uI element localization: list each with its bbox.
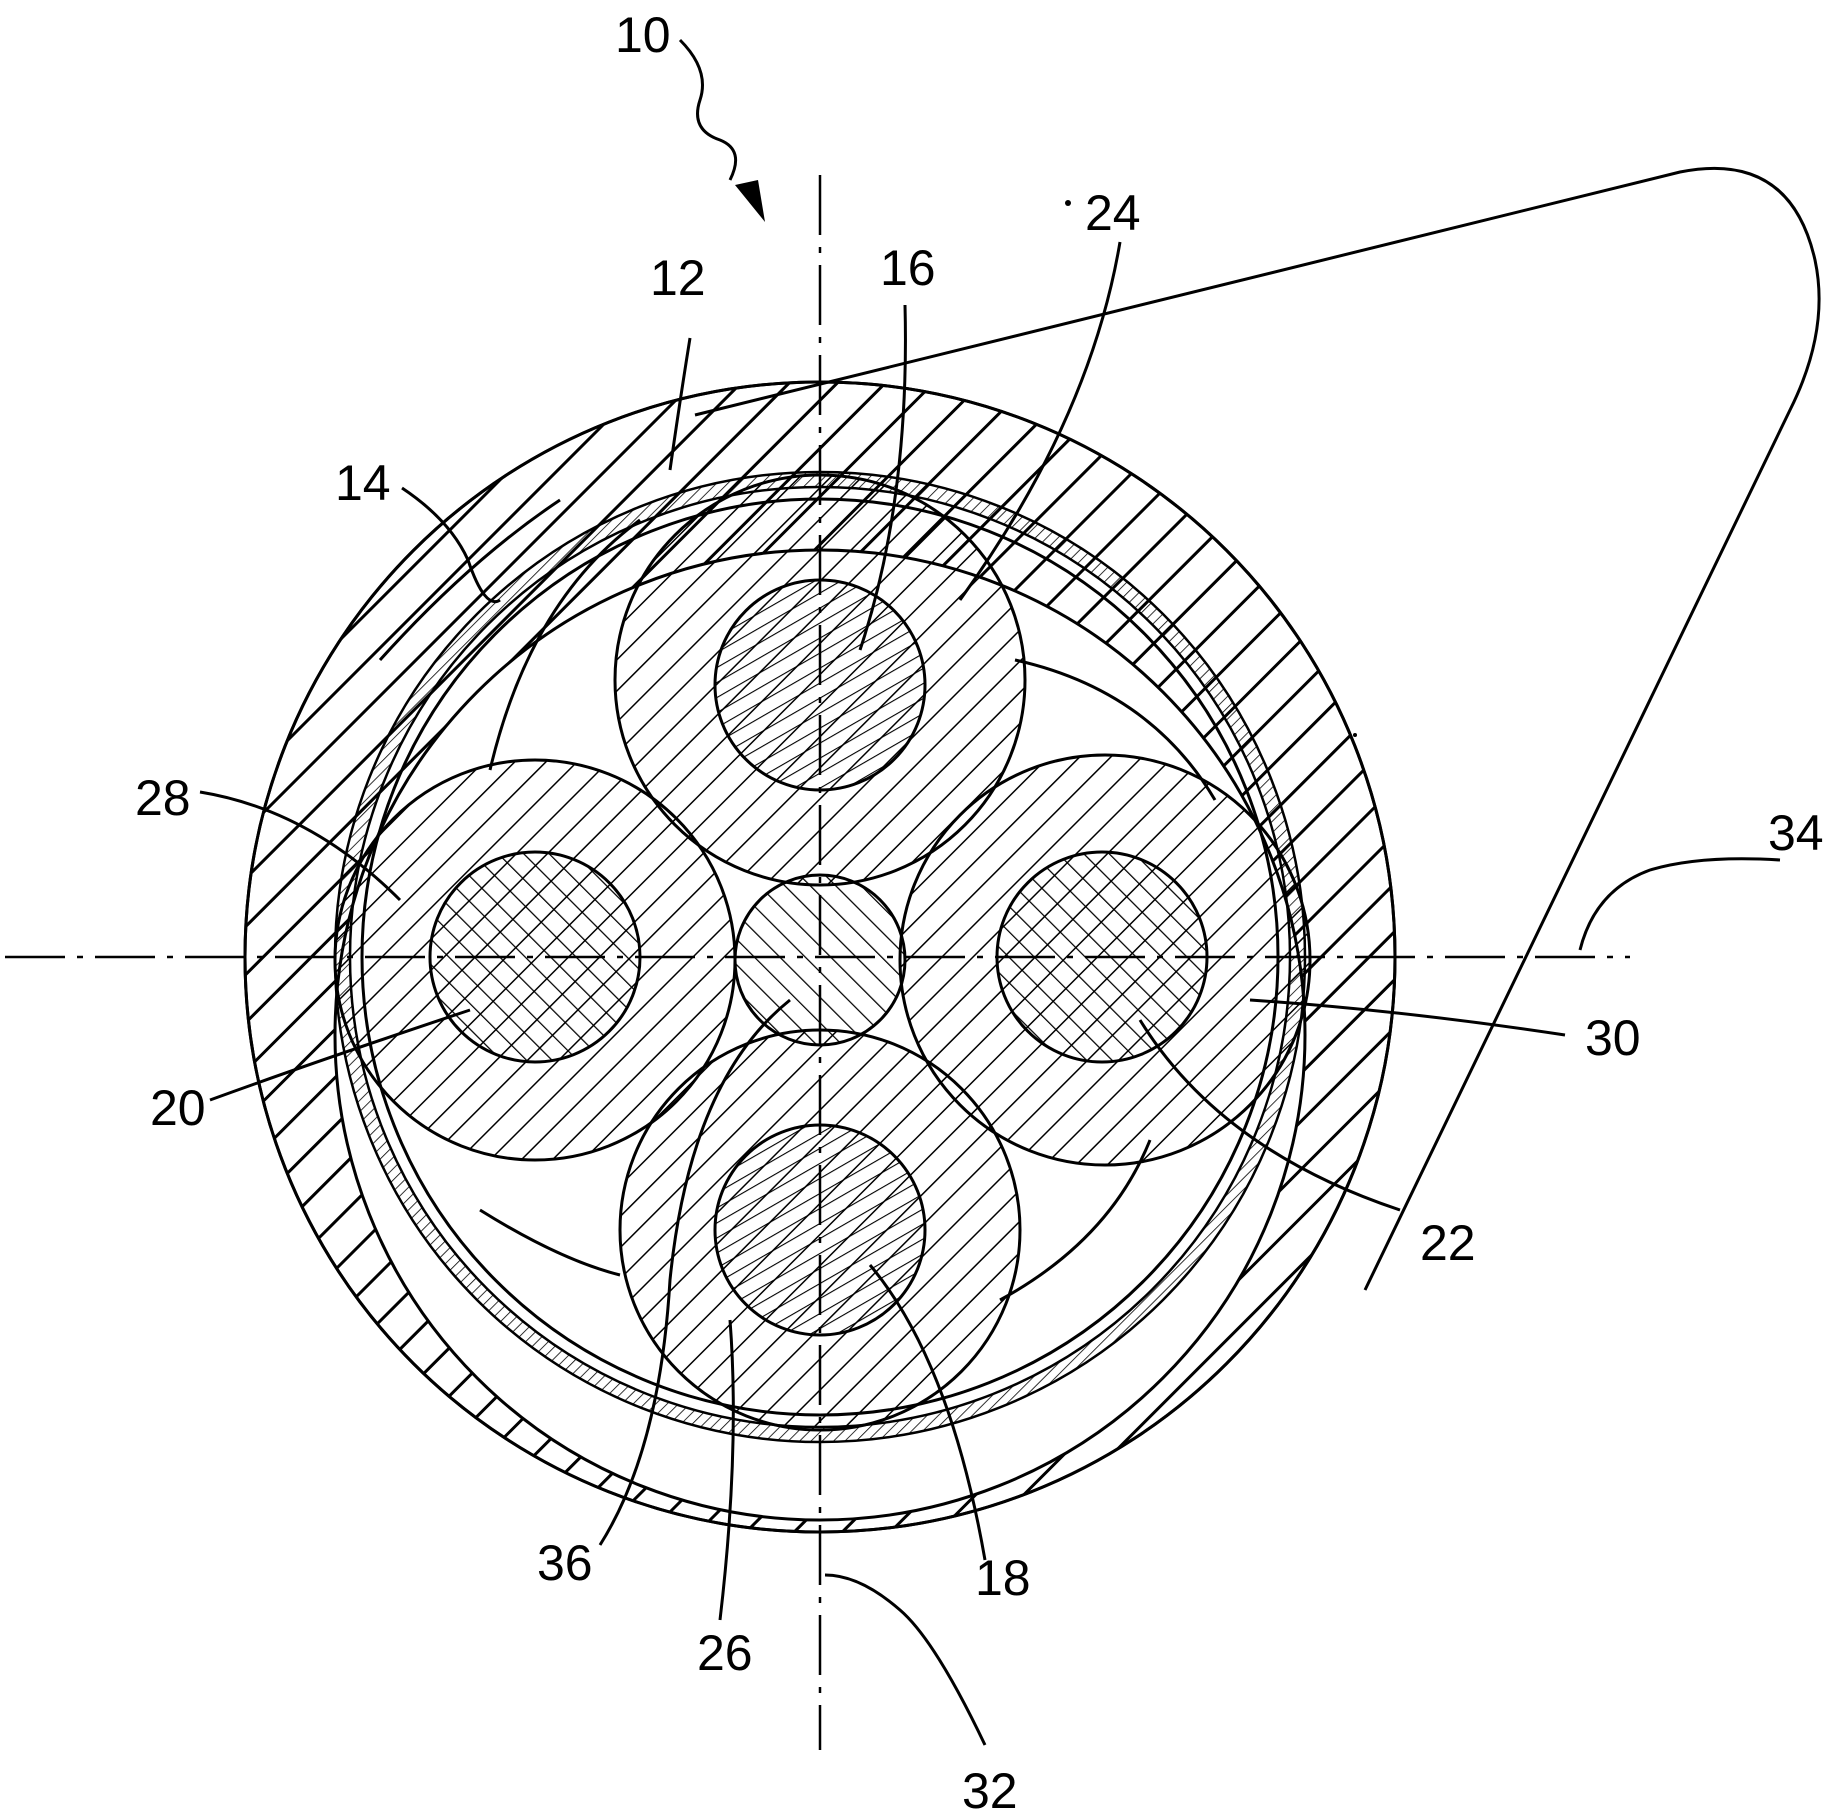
leader-24 xyxy=(958,241,1122,601)
lay-line-inner-left xyxy=(378,498,561,662)
label-36: 36 xyxy=(537,1535,593,1591)
label-32: 32 xyxy=(962,1763,1018,1819)
leader-10 xyxy=(678,38,738,181)
leader-16 xyxy=(858,304,907,651)
label-14: 14 xyxy=(335,455,391,511)
leader-20 xyxy=(209,1008,471,1102)
label-34: 34 xyxy=(1768,805,1824,861)
leader-32 xyxy=(824,1573,987,1746)
speck xyxy=(1065,200,1071,206)
leader-18 xyxy=(868,1264,987,1561)
leader-30 xyxy=(1249,998,1566,1037)
leader-36 xyxy=(598,998,791,1546)
leader-28 xyxy=(199,790,402,902)
label-24: 24 xyxy=(1085,185,1141,241)
label-10: 10 xyxy=(615,7,671,63)
lay-line-lower-left xyxy=(479,1208,621,1277)
lay-line-upper-left xyxy=(488,518,641,771)
label-18: 18 xyxy=(975,1550,1031,1606)
label-16: 16 xyxy=(880,240,936,296)
label-28: 28 xyxy=(135,770,191,826)
leader-34 xyxy=(1578,857,1781,951)
leader-14 xyxy=(401,486,501,603)
lay-line-upper-right xyxy=(1014,658,1217,801)
label-22: 22 xyxy=(1420,1215,1476,1271)
tangent-strap xyxy=(694,166,1821,1291)
label-12: 12 xyxy=(650,250,706,306)
leader-22 xyxy=(1138,1019,1401,1212)
label-30: 30 xyxy=(1585,1010,1641,1066)
label-26: 26 xyxy=(697,1625,753,1681)
arrow-10 xyxy=(735,180,765,222)
speck xyxy=(1353,733,1357,737)
label-20: 20 xyxy=(150,1080,206,1136)
leader-12 xyxy=(668,337,692,471)
leader-26 xyxy=(718,1319,735,1621)
lay-line-lower-right xyxy=(999,1139,1152,1302)
